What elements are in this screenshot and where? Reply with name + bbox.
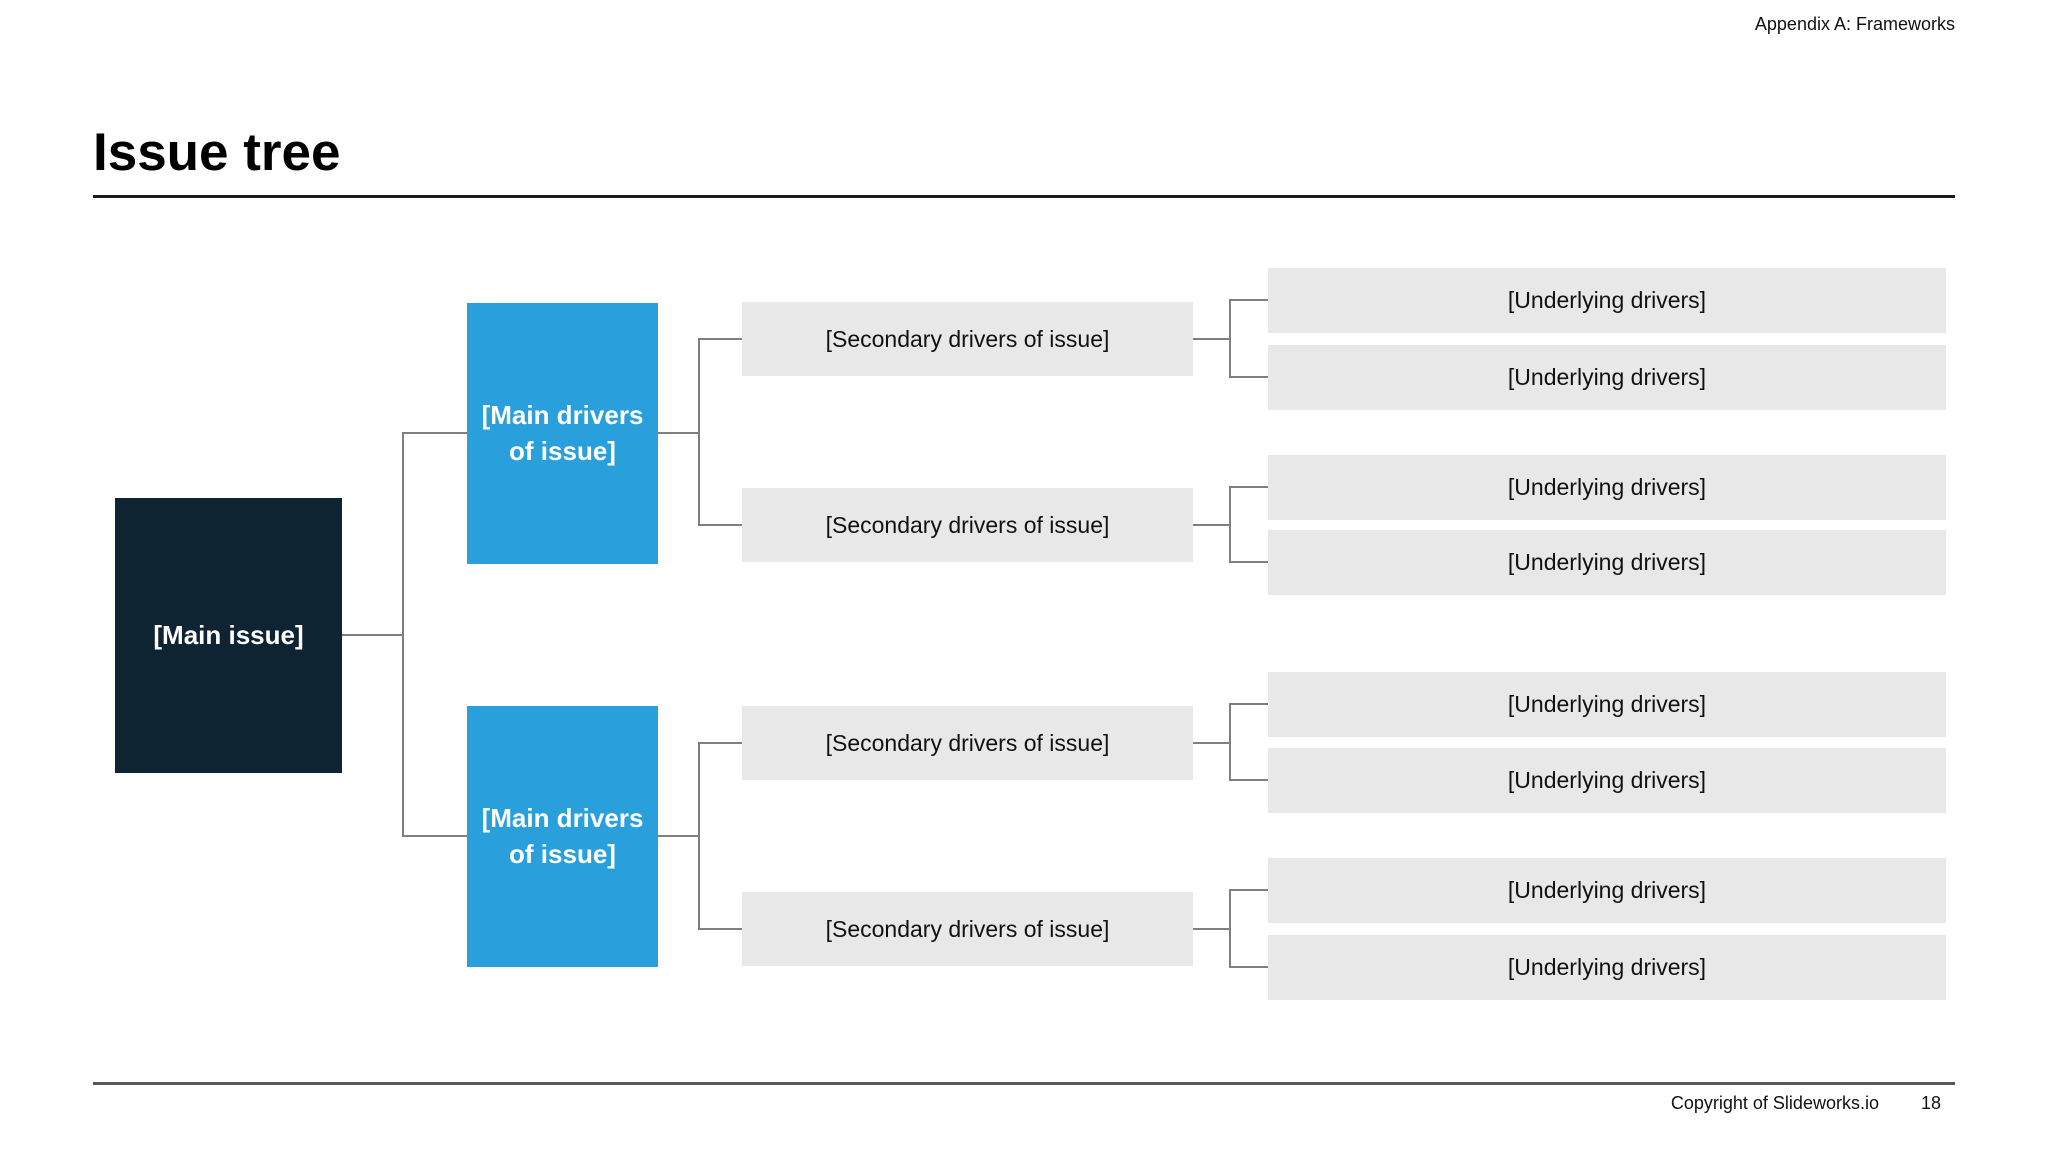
secondary-driver-node: [Secondary drivers of issue]	[742, 892, 1193, 966]
underlying-driver-node: [Underlying drivers]	[1268, 268, 1946, 333]
underlying-driver-node: [Underlying drivers]	[1268, 530, 1946, 595]
connector-line	[1229, 376, 1268, 378]
underlying-driver-node: [Underlying drivers]	[1268, 748, 1946, 813]
connector-line	[1229, 889, 1268, 891]
connector-line	[1229, 966, 1268, 968]
connector-line	[1193, 928, 1230, 930]
connector-line	[1229, 486, 1231, 563]
connector-line	[1229, 299, 1231, 378]
main-driver-node: [Main drivers of issue]	[467, 706, 658, 967]
connector-line	[698, 928, 742, 930]
connector-line	[658, 432, 699, 434]
title-divider	[93, 195, 1955, 198]
connector-line	[1229, 299, 1268, 301]
connector-line	[698, 742, 700, 930]
connector-line	[1229, 703, 1231, 781]
secondary-driver-node: [Secondary drivers of issue]	[742, 302, 1193, 376]
secondary-driver-node: [Secondary drivers of issue]	[742, 706, 1193, 780]
connector-line	[342, 634, 403, 636]
footer: Copyright of Slideworks.io 18	[1671, 1093, 1955, 1114]
connector-line	[1229, 561, 1268, 563]
connector-line	[402, 432, 467, 434]
connector-line	[1193, 742, 1230, 744]
footer-divider	[93, 1082, 1955, 1085]
underlying-driver-node: [Underlying drivers]	[1268, 345, 1946, 410]
page-number: 18	[1920, 1093, 1941, 1113]
appendix-label: Appendix A: Frameworks	[1754, 14, 1955, 34]
connector-line	[698, 524, 742, 526]
connector-line	[402, 835, 467, 837]
connector-line	[698, 338, 700, 526]
connector-line	[1229, 486, 1268, 488]
connector-line	[698, 742, 742, 744]
main-driver-node: [Main drivers of issue]	[467, 303, 658, 564]
connector-line	[698, 338, 742, 340]
connector-line	[402, 432, 404, 837]
connector-line	[1229, 779, 1268, 781]
connector-line	[658, 835, 699, 837]
connector-line	[1193, 524, 1230, 526]
main-issue-node: [Main issue]	[115, 498, 342, 773]
underlying-driver-node: [Underlying drivers]	[1268, 455, 1946, 520]
connector-line	[1229, 889, 1231, 968]
connector-line	[1193, 338, 1230, 340]
connector-line	[1229, 703, 1268, 705]
secondary-driver-node: [Secondary drivers of issue]	[742, 488, 1193, 562]
copyright-text: Copyright of Slideworks.io	[1670, 1093, 1879, 1113]
underlying-driver-node: [Underlying drivers]	[1268, 672, 1946, 737]
underlying-driver-node: [Underlying drivers]	[1268, 858, 1946, 923]
page-title: Issue tree	[93, 123, 341, 182]
underlying-driver-node: [Underlying drivers]	[1268, 935, 1946, 1000]
